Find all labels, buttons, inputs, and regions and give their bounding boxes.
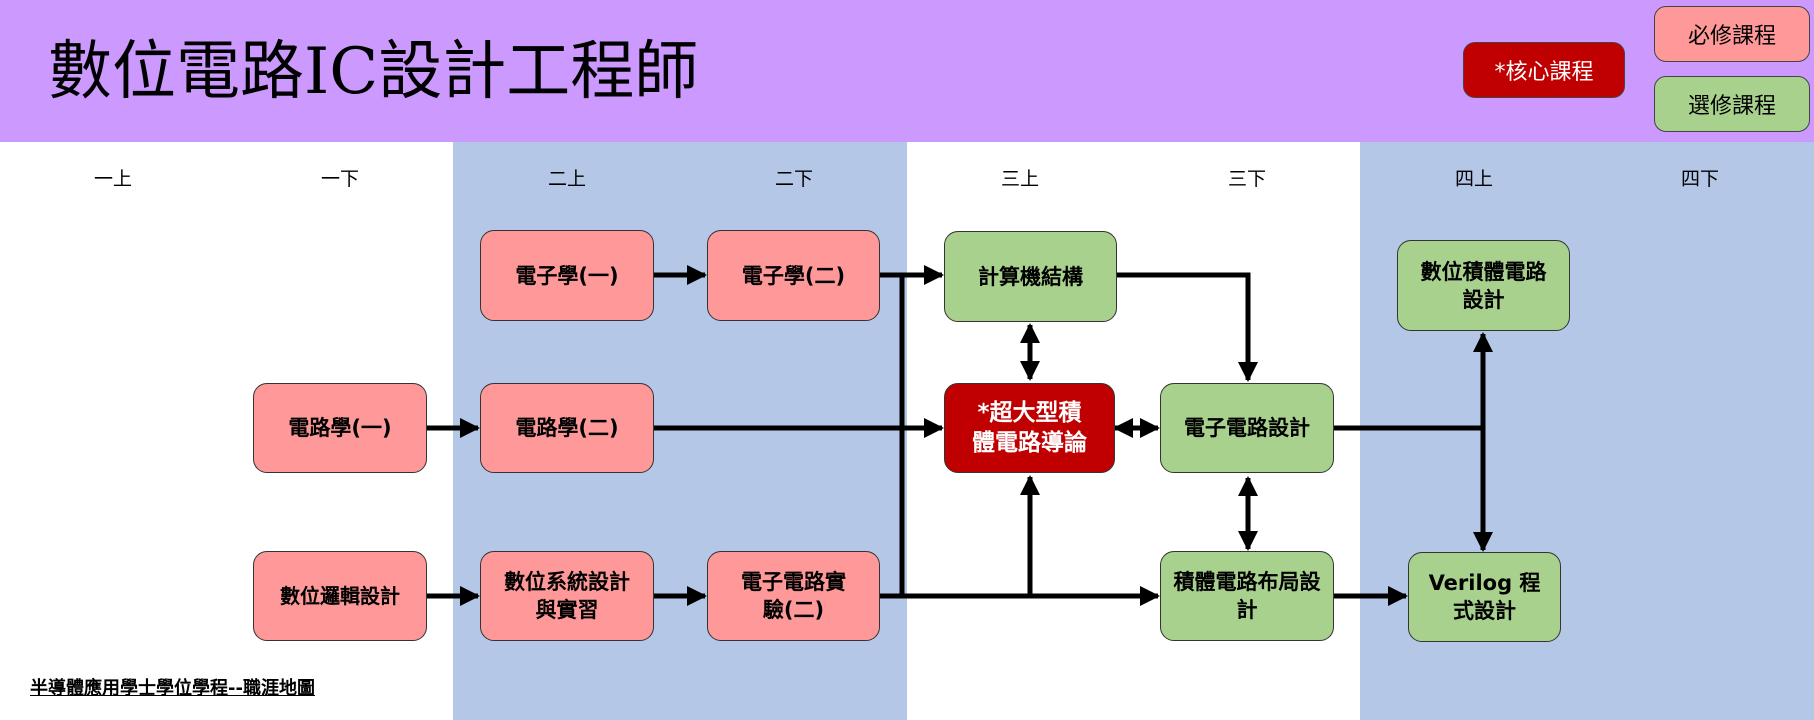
semester-label: 二上	[547, 168, 586, 190]
course-ic-layout-design: 積體電路布局設計	[1160, 551, 1334, 641]
legend-elective: 選修課程	[1654, 76, 1810, 132]
semester-label: 三上	[1000, 168, 1039, 190]
header-bar: 數位電路IC設計工程師 *核心課程 必修課程 選修課程	[0, 0, 1814, 142]
page-title: 數位電路IC設計工程師	[48, 35, 699, 109]
semester-label: 一上	[93, 168, 132, 190]
course-verilog-programming: Verilog 程式設計	[1408, 552, 1561, 642]
semester-label: 三下	[1227, 168, 1266, 190]
semester-label: 四上	[1454, 168, 1493, 190]
semester-label: 一下	[320, 168, 359, 190]
semester-label: 二下	[774, 168, 813, 190]
course-digital-ic-design: 數位積體電路設計	[1397, 240, 1570, 331]
course-circuits-2: 電路學(二)	[480, 383, 654, 473]
arrow-comparch-to-ecd	[1117, 272, 1258, 382]
legend-core: *核心課程	[1463, 42, 1625, 98]
footer-caption: 半導體應用學士學位學程--職涯地圖	[30, 678, 315, 699]
legend-required: 必修課程	[1654, 6, 1810, 62]
course-digital-system-design-lab: 數位系統設計與實習	[480, 551, 654, 641]
course-electronic-circuit-lab-2: 電子電路實驗(二)	[707, 551, 880, 641]
semester-label: 四下	[1680, 168, 1719, 190]
course-circuits-1: 電路學(一)	[253, 383, 427, 473]
course-computer-architecture: 計算機結構	[944, 231, 1117, 322]
course-electronics-2: 電子學(二)	[707, 230, 880, 321]
course-vlsi-intro: *超大型積體電路導論	[944, 383, 1115, 473]
course-digital-logic-design: 數位邏輯設計	[253, 551, 427, 641]
course-electronic-circuit-design: 電子電路設計	[1160, 383, 1334, 473]
course-electronics-1: 電子學(一)	[480, 230, 654, 321]
